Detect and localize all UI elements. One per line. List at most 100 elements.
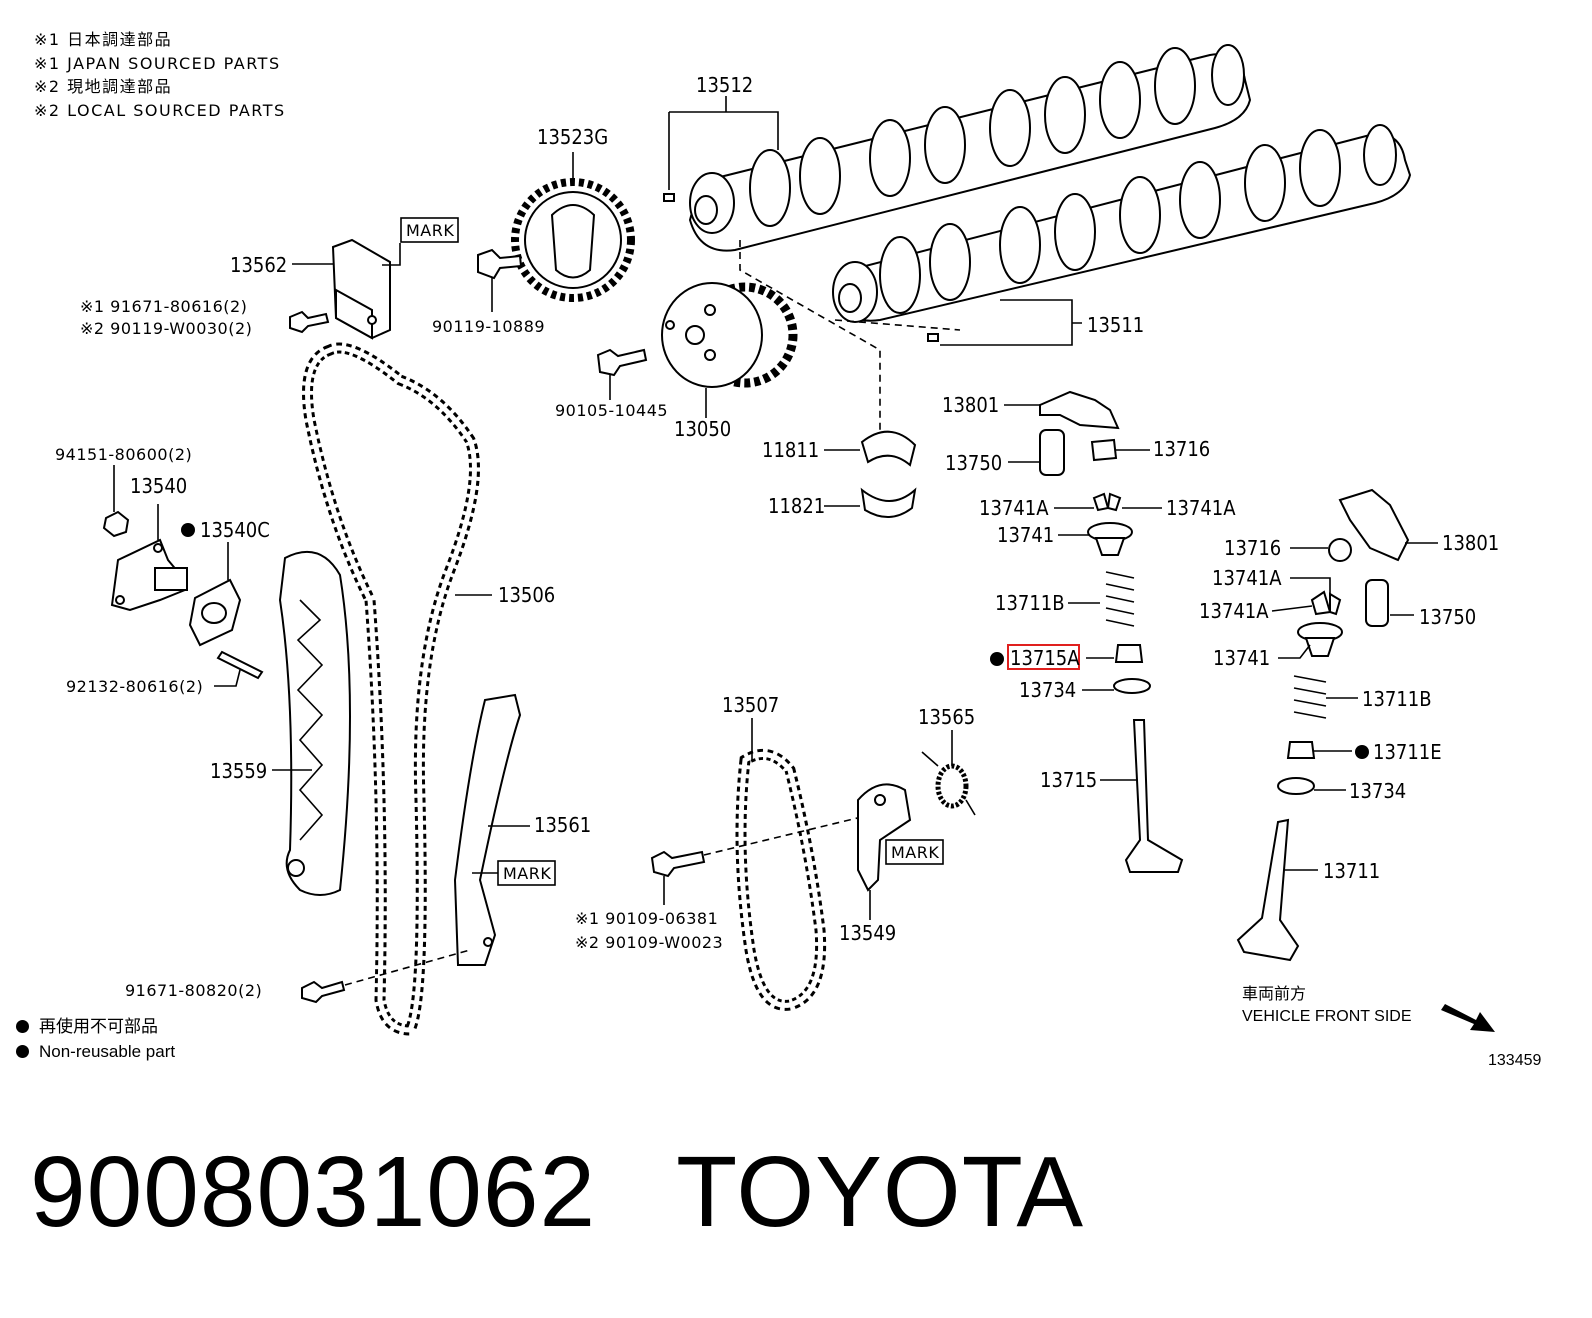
bolt-91671-80616[interactable] (289, 310, 330, 334)
leader-13741A-b (1271, 577, 1331, 612)
label-13507[interactable]: 13507 (722, 693, 779, 717)
label-90119-10889[interactable]: 90119-10889 (432, 317, 545, 336)
label-13741A[interactable]: 13741A (1212, 566, 1282, 590)
label-13565[interactable]: 13565 (918, 705, 975, 729)
seal-13715A[interactable] (1114, 644, 1144, 663)
valve-13711[interactable] (1236, 818, 1300, 962)
cap-13716[interactable] (1090, 438, 1118, 462)
keeper-13741A-b[interactable] (1310, 590, 1342, 616)
gasket-13540C[interactable] (188, 578, 242, 647)
label-94151-80600[interactable]: 94151-80600(2) (55, 445, 192, 464)
rocker-arm-13801[interactable] (1039, 390, 1120, 430)
dowel-pin (663, 193, 675, 202)
lash-adjuster-13750-b[interactable] (1365, 579, 1389, 627)
leader-13512 (668, 96, 779, 190)
label-13734[interactable]: 13734 (1019, 678, 1076, 702)
label-13523G[interactable]: 13523G (537, 125, 608, 149)
label-13715A[interactable]: 13715A (1010, 646, 1080, 670)
spring-13711B-b[interactable] (1293, 675, 1327, 719)
label-13750[interactable]: 13750 (945, 451, 1002, 475)
label-13741[interactable]: 13741 (1213, 646, 1270, 670)
mark-box (400, 217, 459, 243)
label-13540C[interactable]: 13540C (200, 518, 270, 542)
tensioner-arm-13549[interactable] (857, 783, 912, 892)
label-13512[interactable]: 13512 (696, 73, 753, 97)
label-13559[interactable]: 13559 (210, 759, 267, 783)
label-13549[interactable]: 13549 (839, 921, 896, 945)
label-90105-10445[interactable]: 90105-10445 (555, 401, 668, 420)
label-13716[interactable]: 13716 (1224, 536, 1281, 560)
bracket-13562[interactable] (331, 238, 391, 340)
spring-13565[interactable] (921, 751, 976, 816)
label-13711B[interactable]: 13711B (995, 591, 1065, 615)
label-13741A[interactable]: 13741A (979, 496, 1049, 520)
spring-13711B[interactable] (1105, 571, 1135, 627)
seat-13734-b[interactable] (1277, 777, 1315, 795)
label-13711B[interactable]: 13711B (1362, 687, 1432, 711)
label-13741[interactable]: 13741 (997, 523, 1054, 547)
tensioner-13540[interactable] (110, 538, 188, 612)
label-13562[interactable]: 13562 (230, 253, 287, 277)
cap-13716-b[interactable] (1328, 538, 1352, 562)
label-13711E[interactable]: 13711E (1373, 740, 1442, 764)
note-line: ※1 JAPAN SOURCED PARTS (34, 53, 281, 73)
lash-adjuster-13750[interactable] (1039, 429, 1065, 476)
highlight-box (1007, 644, 1080, 670)
bolt-90105-10445[interactable] (596, 348, 648, 377)
retainer-13741-b[interactable] (1297, 622, 1343, 657)
legend-item: 再使用不可部品 (16, 1014, 175, 1039)
bolt-90119-10889[interactable] (477, 248, 523, 280)
label-11821[interactable]: 11821 (768, 494, 825, 518)
label-13561[interactable]: 13561 (534, 813, 591, 837)
stud-92132-80616[interactable] (216, 650, 264, 680)
label-91671-80616[interactable]: ※1 91671-80616(2) (80, 297, 247, 316)
label-13716[interactable]: 13716 (1153, 437, 1210, 461)
chain-guide-13561[interactable] (453, 693, 522, 966)
label-13715[interactable]: 13715 (1040, 768, 1097, 792)
label-90109-W0023[interactable]: ※2 90109-W0023 (575, 933, 723, 952)
bolt-91671-80820[interactable] (301, 980, 346, 1004)
label-91671-80820[interactable]: 91671-80820(2) (125, 981, 262, 1000)
label-13801[interactable]: 13801 (1442, 531, 1499, 555)
chain-guide-13559[interactable] (278, 550, 351, 896)
keeper-13741A[interactable] (1092, 492, 1122, 512)
label-13050[interactable]: 13050 (674, 417, 731, 441)
bolt-90109[interactable] (650, 850, 706, 878)
timing-chain-13507[interactable] (735, 748, 827, 1011)
note-line: ※2 現地調達部品 (34, 77, 173, 96)
note-line: ※1 日本調達部品 (34, 30, 173, 49)
camshaft-13512[interactable] (688, 44, 1252, 252)
label-13540[interactable]: 13540 (130, 474, 187, 498)
nut-94151-80600[interactable] (102, 510, 130, 538)
camshaft-13511[interactable] (832, 124, 1412, 323)
diagram-code: 133459 (1488, 1052, 1542, 1069)
retainer-13741[interactable] (1087, 522, 1133, 556)
vvt-gear-13050[interactable] (661, 282, 798, 388)
label-13741A[interactable]: 13741A (1199, 599, 1269, 623)
seat-13734[interactable] (1113, 678, 1151, 694)
rocker-arm-13801-b[interactable] (1338, 488, 1410, 562)
mark-box (885, 839, 944, 865)
label-13511[interactable]: 13511 (1087, 313, 1144, 337)
non-reusable-dot (181, 523, 195, 537)
label-11811[interactable]: 11811 (762, 438, 819, 462)
label-13711[interactable]: 13711 (1323, 859, 1380, 883)
label-13750[interactable]: 13750 (1419, 605, 1476, 629)
bearing-11821[interactable] (860, 487, 917, 518)
label-13506[interactable]: 13506 (498, 583, 555, 607)
valve-13715[interactable] (1124, 719, 1184, 873)
bearing-11811[interactable] (860, 430, 917, 467)
label-90119-W0030[interactable]: ※2 90119-W0030(2) (80, 319, 252, 338)
note-line: ※2 LOCAL SOURCED PARTS (34, 100, 286, 120)
label-13741A[interactable]: 13741A (1166, 496, 1236, 520)
label-13801[interactable]: 13801 (942, 393, 999, 417)
timing-chain-13506[interactable] (302, 342, 480, 1036)
seal-13711E[interactable] (1286, 741, 1316, 759)
assembly-line (739, 240, 961, 430)
leader-13561 (472, 825, 530, 874)
label-92132-80616[interactable]: 92132-80616(2) (66, 677, 203, 696)
label-13734[interactable]: 13734 (1349, 779, 1406, 803)
sprocket-13523G[interactable] (511, 178, 635, 302)
non-reusable-dot-icon (16, 1020, 29, 1033)
label-90109-06381[interactable]: ※1 90109-06381 (575, 909, 718, 928)
